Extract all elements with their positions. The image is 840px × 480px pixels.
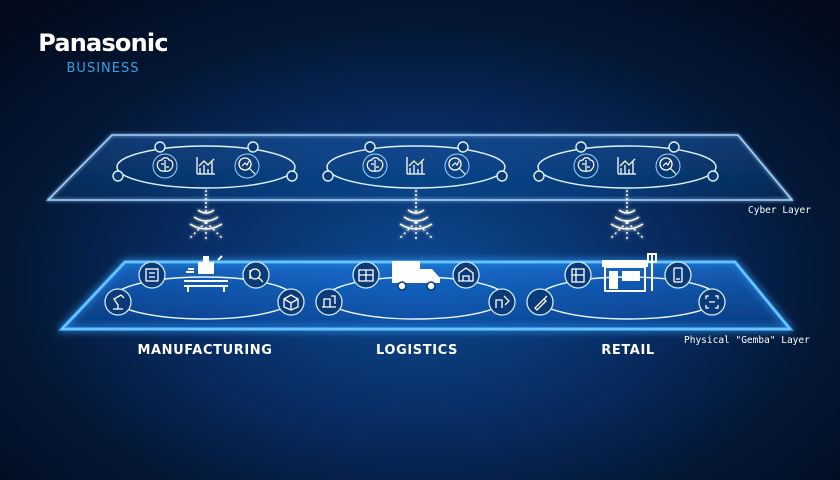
wireless-link-retail xyxy=(610,190,644,240)
analysis-search-icon xyxy=(655,153,681,179)
manufacturing-icons xyxy=(104,255,305,316)
brain-icon xyxy=(573,153,599,179)
cyber-layer-label: Cyber Layer xyxy=(748,205,811,216)
cyber-icons-retail xyxy=(573,153,681,179)
cyber-layer-platform xyxy=(46,134,794,201)
cyber-hub-manufacturing xyxy=(112,141,298,189)
brain-icon xyxy=(152,153,178,179)
inspection-icon xyxy=(242,261,270,289)
handling-icon xyxy=(488,288,516,316)
physical-layer-label: Physical "Gemba" Layer xyxy=(684,335,810,346)
wireless-link-manufacturing xyxy=(189,190,223,240)
chart-icon xyxy=(406,157,425,175)
conveyor-icon xyxy=(184,255,228,292)
warehouse-icon xyxy=(452,261,480,289)
chart-icon xyxy=(617,157,636,175)
robot-arm-icon xyxy=(104,288,132,316)
brand-subtitle: BUSINESS xyxy=(66,61,140,76)
shelf-icon xyxy=(564,261,592,289)
parcels-icon xyxy=(352,261,380,289)
brain-icon xyxy=(362,153,388,179)
cyber-hub-retail xyxy=(533,141,719,189)
brand-name: Panasonic xyxy=(38,29,168,57)
sector-label-manufacturing: MANUFACTURING xyxy=(137,343,273,358)
phone-icon xyxy=(664,261,692,289)
analysis-search-icon xyxy=(234,153,260,179)
sector-label-logistics: LOGISTICS xyxy=(376,343,458,358)
box-icon xyxy=(277,288,305,316)
store-icon xyxy=(602,253,657,292)
chart-icon xyxy=(196,157,215,175)
scanner-icon xyxy=(698,288,726,316)
retail-icons xyxy=(526,253,726,316)
sector-label-retail: RETAIL xyxy=(601,343,655,358)
cyber-hub-logistics xyxy=(322,141,508,189)
logistics-icons xyxy=(315,261,516,316)
cyber-icons-manufacturing xyxy=(152,153,260,179)
wireless-link-logistics xyxy=(399,190,433,240)
pallet-icon xyxy=(315,288,343,316)
panasonic-logo: Panasonic BUSINESS xyxy=(24,30,182,78)
cyber-icons-logistics xyxy=(362,153,470,179)
bottle-icon xyxy=(526,288,554,316)
truck-icon xyxy=(392,261,440,291)
machine-icon xyxy=(138,261,166,289)
analysis-search-icon xyxy=(444,153,470,179)
